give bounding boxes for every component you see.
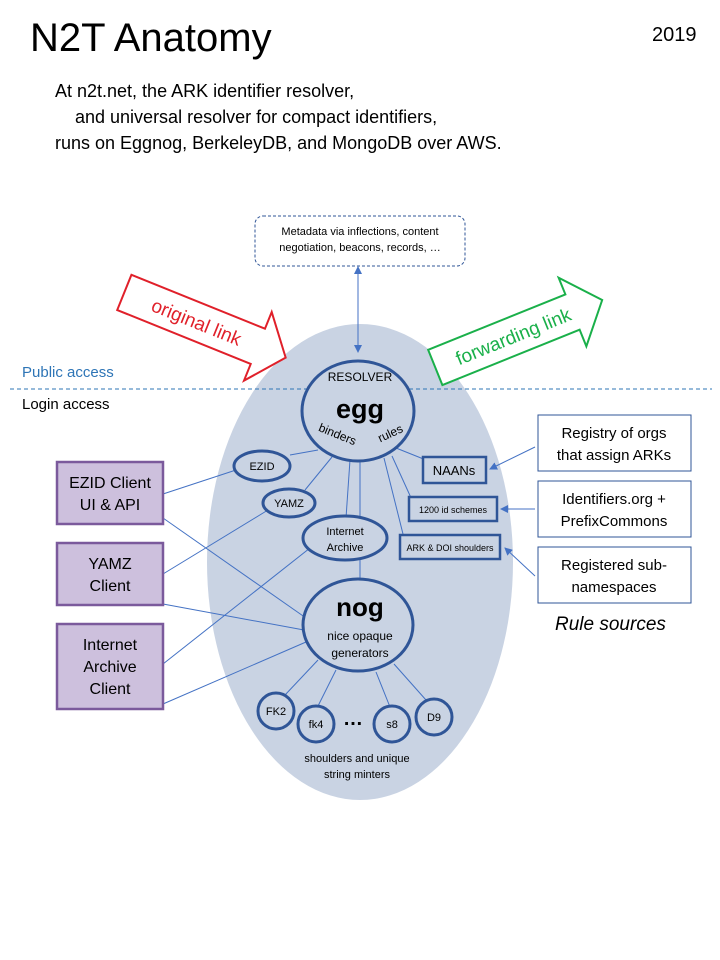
naans-box: [421, 455, 488, 485]
line-iaclient-ia: [162, 547, 311, 665]
ezid-client-box: [55, 460, 165, 526]
intro-line-2: and universal resolver for compact ident…: [75, 107, 438, 127]
ezid-client-label-2: UI & API: [80, 497, 140, 514]
identifiers-label-1: Identifiers.org +: [562, 491, 666, 508]
public-access-label: Public access: [22, 364, 114, 381]
original-link-arrow: original link: [115, 273, 287, 383]
minter-fk4: [296, 704, 336, 744]
minter-d9: [414, 697, 454, 737]
login-access-label: Login access: [22, 396, 110, 413]
connection-lines: [162, 446, 536, 708]
minters-caption-2: string minters: [324, 769, 391, 781]
line-egg-ezid: [289, 449, 319, 456]
minter-s8-label: s8: [386, 719, 398, 731]
line-yamzclient-yamz: [162, 509, 269, 575]
registry-label-1: Registry of orgs: [561, 425, 666, 442]
year-label: 2019: [652, 24, 697, 46]
line-nog-fk4: [317, 669, 337, 707]
line-ezidclient-nog: [162, 517, 307, 619]
shoulders-label: ARK & DOI shoulders: [406, 543, 494, 553]
metadata-text-2: negotiation, beacons, records, …: [279, 242, 440, 254]
resolver-label: RESOLVER: [328, 370, 393, 384]
subnamespaces-label-2: namespaces: [571, 579, 656, 596]
ia-client-label-1: Internet: [83, 637, 138, 654]
line-nog-s8: [375, 671, 391, 708]
minter-fk2: [256, 691, 296, 731]
egg-label: egg: [336, 394, 384, 424]
line-yamzclient-nog: [162, 603, 305, 631]
registry-source-box: [537, 414, 692, 472]
minter-fk2-label: FK2: [266, 706, 286, 718]
minter-d9-label: D9: [427, 712, 441, 724]
schemes-label: 1200 id schemes: [419, 505, 488, 515]
schemes-box: [407, 495, 499, 523]
line-egg-shoulders: [383, 457, 405, 539]
subnamespaces-label-1: Registered sub-: [561, 557, 667, 574]
line-nog-fk2: [284, 659, 319, 696]
line-egg-naans: [395, 447, 427, 461]
egg-resolver-node: [300, 359, 416, 463]
forwarding-link-arrow: forwarding link: [426, 275, 604, 387]
minter-fk4-label: fk4: [309, 719, 324, 731]
line-subns-shoulders: [504, 547, 536, 577]
line-egg-yamz: [304, 456, 333, 491]
registry-label-2: that assign ARKs: [557, 447, 671, 464]
intro-line-1: At n2t.net, the ARK identifier resolver,: [55, 81, 355, 101]
page-title: N2T Anatomy: [30, 16, 272, 60]
ezid-binder-node: [232, 449, 292, 483]
line-iaclient-nog: [162, 641, 307, 705]
identifiers-label-2: PrefixCommons: [561, 513, 668, 530]
minter-s8: [372, 704, 412, 744]
line-nog-d9: [393, 663, 427, 701]
yamz-client-label-2: Client: [90, 578, 131, 595]
yamz-binder-label: YAMZ: [274, 498, 304, 510]
ia-binder-label-2: Archive: [327, 542, 364, 554]
nog-desc-1: nice opaque: [327, 629, 393, 643]
nog-node: [301, 577, 415, 673]
ezid-client-label-1: EZID Client: [69, 475, 151, 492]
line-registry-naans: [489, 446, 536, 470]
yamz-binder-node: [261, 487, 317, 519]
yamz-client-box: [55, 541, 165, 607]
internet-archive-binder-node: [301, 514, 389, 562]
identifiers-source-box: [537, 480, 692, 538]
yamz-client-label-1: YAMZ: [88, 556, 131, 573]
intro-line-3: runs on Eggnog, BerkeleyDB, and MongoDB …: [55, 133, 502, 153]
shoulders-box: [398, 533, 502, 561]
minters-caption-1: shoulders and unique: [304, 753, 409, 765]
subnamespaces-source-box: [537, 546, 692, 604]
ia-binder-label-1: Internet: [326, 526, 363, 538]
ezid-binder-label: EZID: [249, 461, 274, 473]
metadata-text-1: Metadata via inflections, content: [281, 226, 438, 238]
ia-client-box: [55, 622, 165, 711]
line-egg-ia: [345, 459, 351, 519]
nog-desc-2: generators: [331, 646, 388, 660]
naans-label: NAANs: [433, 463, 476, 478]
rule-sources-caption: Rule sources: [555, 614, 666, 635]
line-egg-schemes: [391, 455, 413, 501]
nog-label: nog: [336, 592, 384, 622]
ia-client-label-3: Client: [90, 681, 131, 698]
minter-ellipsis: …: [343, 708, 363, 730]
metadata-up-arrowhead: [354, 266, 362, 274]
ia-client-label-2: Archive: [83, 659, 136, 676]
metadata-box: [254, 215, 466, 267]
line-ezidclient-ezid: [162, 469, 237, 495]
